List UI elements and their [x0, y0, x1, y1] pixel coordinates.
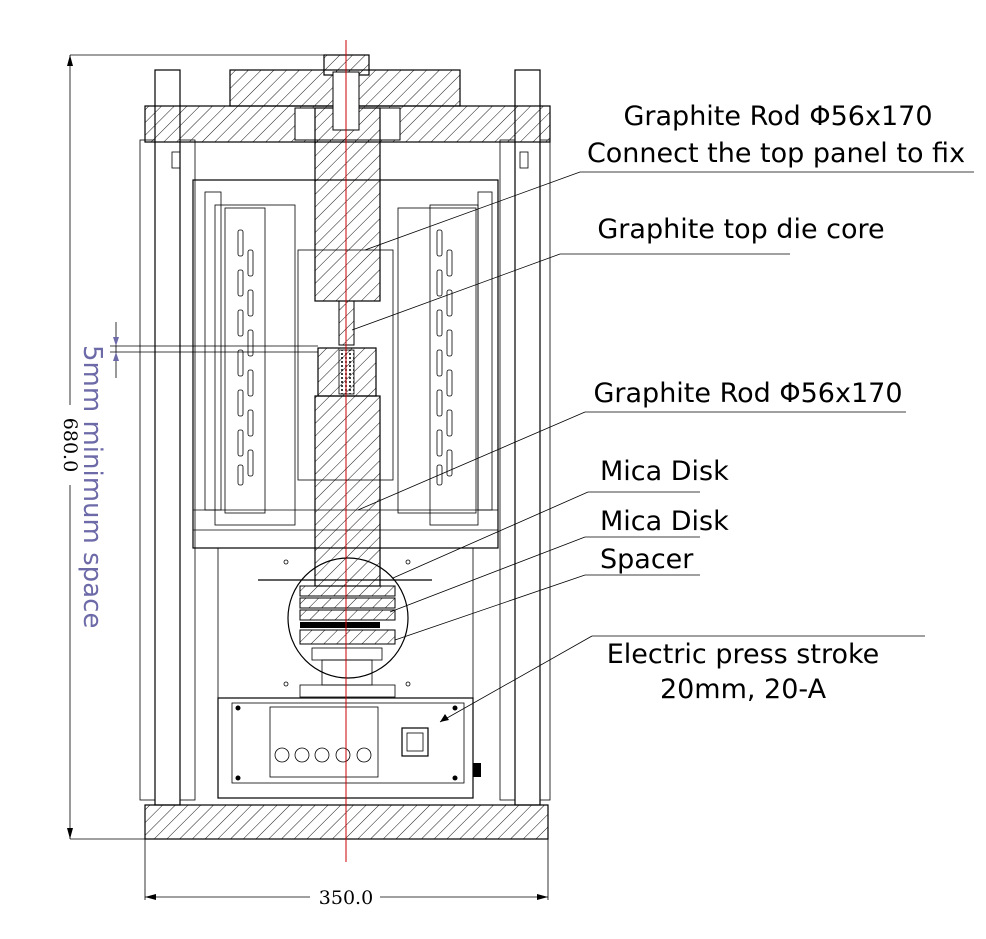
label-press-line1: Electric press stroke [607, 639, 880, 670]
label-top-die-core: Graphite top die core [597, 214, 884, 245]
label-mica-disk-1: Mica Disk [600, 456, 729, 487]
heating-slots-left [237, 229, 254, 486]
label-rod-top-line1: Graphite Rod Φ56x170 [623, 101, 932, 132]
sample-die [317, 347, 377, 397]
label-spacer: Spacer [600, 544, 694, 575]
label-mica-disk-2: Mica Disk [600, 506, 729, 537]
press-assembly [217, 547, 474, 699]
top-graphite-rod [314, 71, 381, 346]
leader-lines [351, 171, 974, 723]
label-rod-top-line2: Connect the top panel to fix [587, 138, 965, 169]
height-dimension [58, 54, 325, 840]
label-press-line2: 20mm, 20-A [660, 674, 827, 705]
width-dimension [144, 839, 549, 908]
heating-slots-right [436, 229, 453, 486]
bottom-graphite-rod [314, 395, 381, 587]
label-rod-bottom: Graphite Rod Φ56x170 [593, 378, 902, 409]
width-label: 350.0 [319, 887, 373, 909]
min-space-dimension [110, 322, 318, 378]
min-space-label: 5mm minimum space [77, 345, 107, 628]
control-box [217, 697, 481, 799]
height-label: 680.0 [59, 418, 81, 472]
